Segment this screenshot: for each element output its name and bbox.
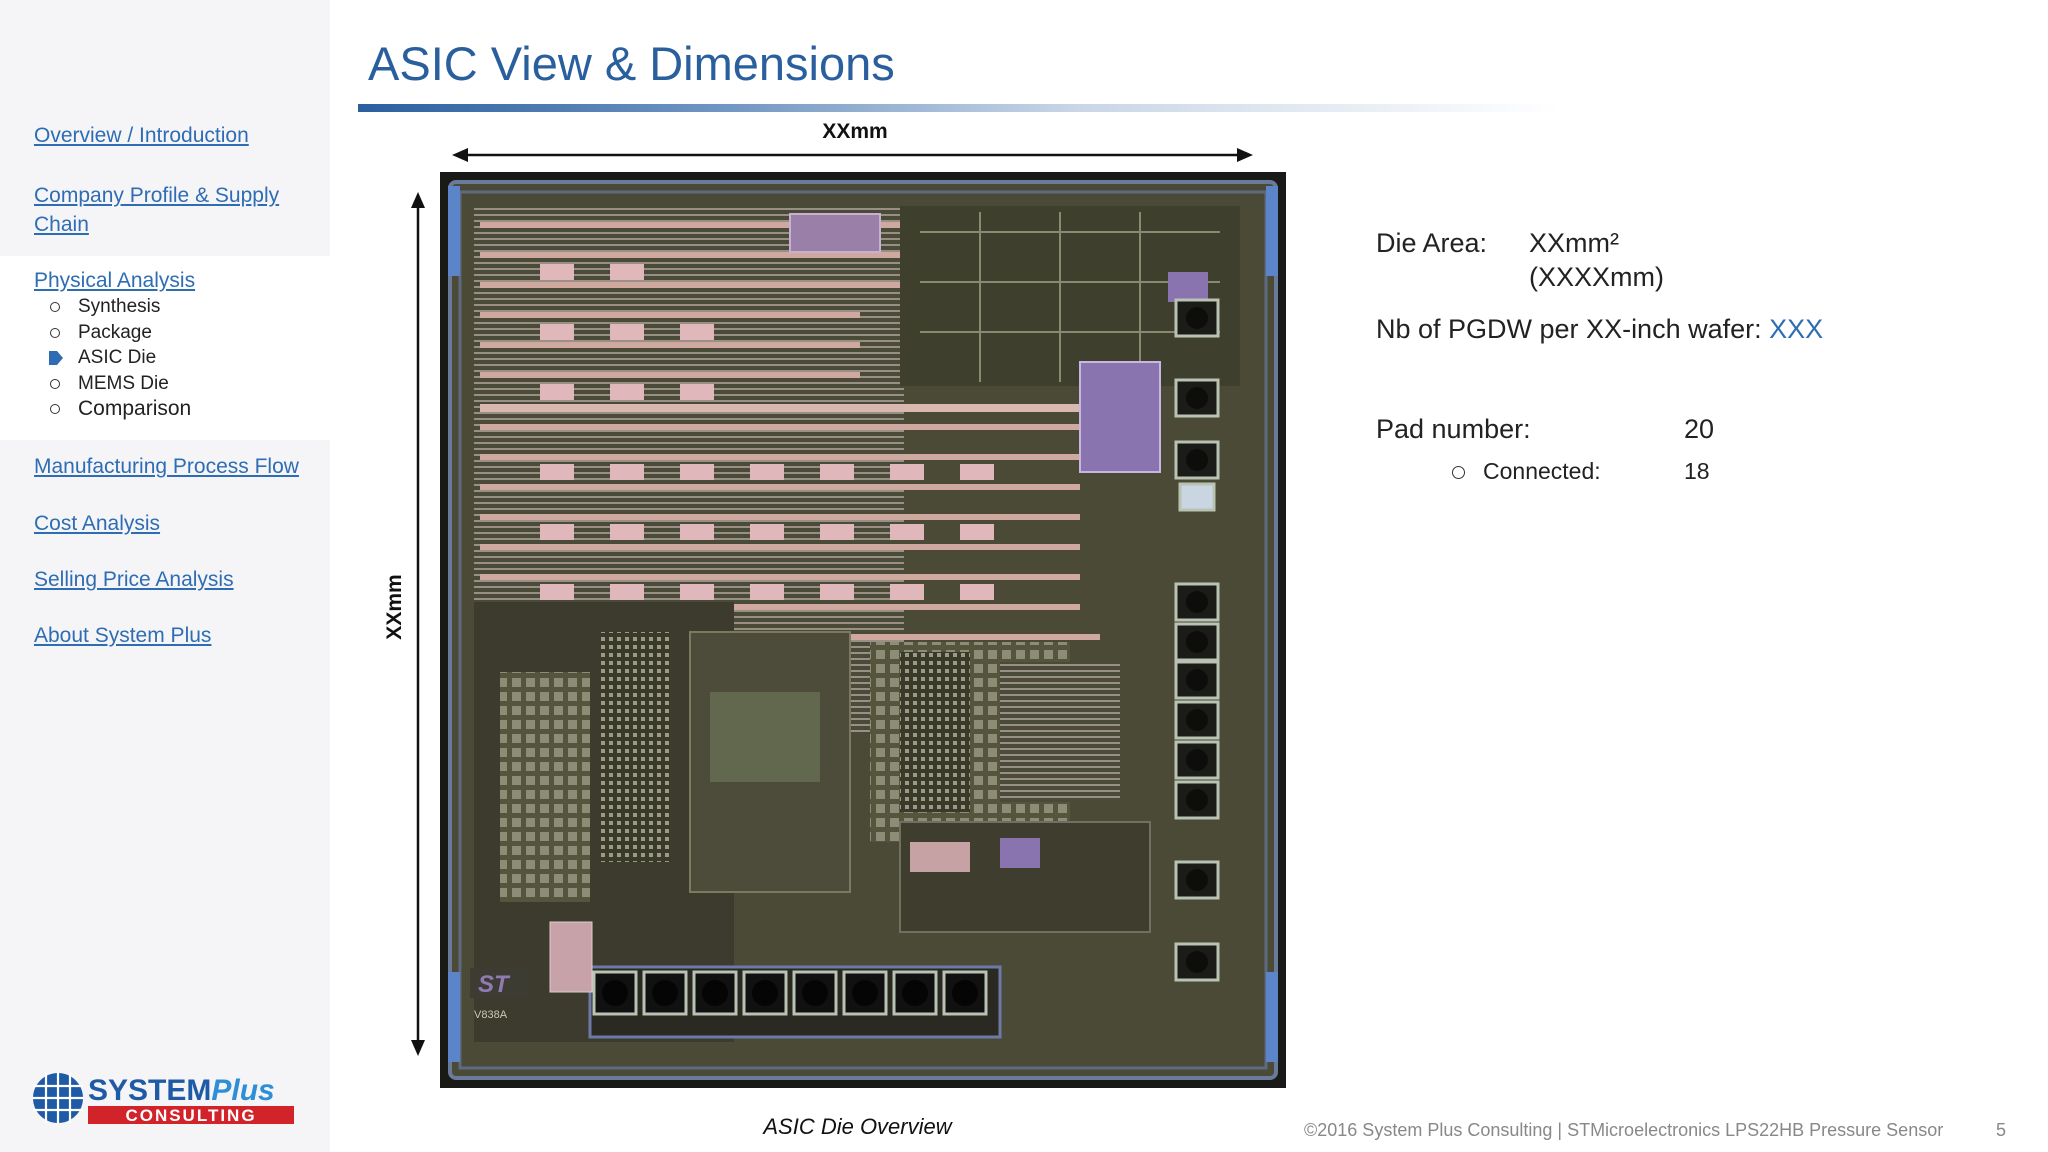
sidebar: Overview / Introduction Company Profile … — [0, 0, 330, 1152]
pad-number-value: 20 — [1684, 414, 1715, 444]
die-area-value: XXmm² — [1529, 228, 1619, 258]
nav-link-manufacturing[interactable]: Manufacturing Process Flow — [34, 455, 299, 478]
circle-bullet-icon — [50, 378, 60, 389]
connected-value: 18 — [1684, 458, 1710, 484]
page-number: 5 — [1996, 1120, 2007, 1140]
sub-item-package[interactable]: Package — [46, 320, 191, 346]
globe-icon — [33, 1073, 83, 1123]
svg-text:ST: ST — [478, 971, 511, 998]
pgdw-label: Nb of PGDW per XX-inch wafer: — [1376, 314, 1762, 344]
active-arrow-bullet-icon — [49, 351, 63, 365]
sub-item-asic-die[interactable]: ASIC Die — [46, 345, 191, 371]
circle-bullet-icon — [50, 404, 60, 414]
width-dimension-label: XXmm — [822, 120, 888, 143]
pgdw-value: XXX — [1769, 314, 1824, 344]
nav-link-physical-analysis[interactable]: Physical Analysis — [34, 269, 196, 292]
asic-die-image: ST V838A — [440, 172, 1286, 1088]
die-area-sub: (XXXXmm) — [1529, 262, 1664, 292]
sub-item-mems-die[interactable]: MEMS Die — [46, 371, 191, 397]
svg-text:CONSULTING: CONSULTING — [125, 1106, 256, 1125]
page-title: ASIC View & Dimensions — [368, 37, 895, 90]
height-dimension-label: XXmm — [383, 574, 406, 640]
nav-link-selling-price[interactable]: Selling Price Analysis — [34, 568, 234, 591]
st-logo-icon: ST — [470, 968, 528, 998]
title-underline — [358, 104, 1558, 112]
pad-number-label: Pad number: — [1376, 414, 1531, 444]
circle-bullet-icon — [1452, 466, 1465, 480]
logo-wordmark: SYSTEMPlus — [88, 1074, 275, 1107]
connected-line: Connected: — [1452, 458, 1601, 485]
pgdw-line: Nb of PGDW per XX-inch wafer: XXX — [1376, 314, 1823, 345]
nav-link-about[interactable]: About System Plus — [34, 624, 212, 647]
circle-bullet-icon — [50, 302, 60, 312]
system-plus-logo: SYSTEMPlus CONSULTING — [33, 1073, 294, 1125]
connected-label: Connected: — [1483, 458, 1601, 484]
sub-item-comparison[interactable]: Comparison — [46, 396, 191, 422]
footer-text: ©2016 System Plus Consulting | STMicroel… — [1304, 1120, 1944, 1140]
circle-bullet-icon — [50, 327, 60, 338]
physical-analysis-sublist: Synthesis Package ASIC Die MEMS Die Comp… — [46, 294, 191, 422]
nav-link-cost-analysis[interactable]: Cost Analysis — [34, 512, 161, 535]
die-area-label: Die Area: — [1376, 228, 1488, 258]
nav-link-overview[interactable]: Overview / Introduction — [34, 124, 249, 147]
die-marking: V838A — [474, 1009, 508, 1021]
nav-link-company-profile[interactable]: Company Profile & Supply Chain — [34, 184, 280, 236]
sub-item-synthesis[interactable]: Synthesis — [46, 294, 191, 320]
figure-caption: ASIC Die Overview — [763, 1114, 952, 1139]
